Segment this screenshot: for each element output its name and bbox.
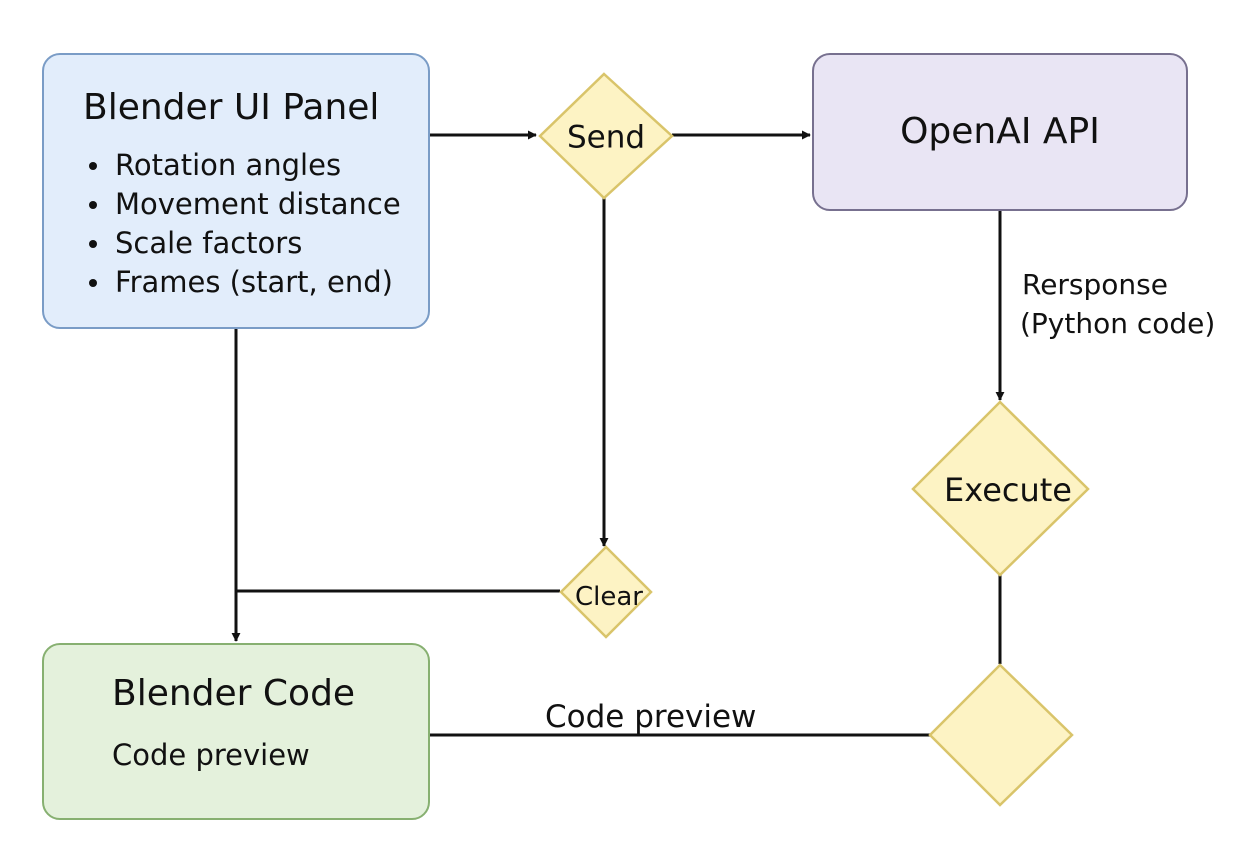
- openai-api-title: OpenAI API: [900, 111, 1100, 152]
- send-diamond: [538, 72, 674, 200]
- blender-code-subtitle: Code preview: [112, 738, 310, 772]
- execute-label: Execute: [944, 471, 1072, 509]
- response-label-line2: (Python code): [1020, 307, 1216, 340]
- list-item: Rotation angles: [85, 146, 401, 185]
- clear-diamond: [559, 545, 653, 639]
- blender-ui-panel-node: [42, 53, 430, 329]
- send-label: Send: [566, 119, 646, 156]
- list-item: Movement distance: [85, 185, 401, 224]
- execute-diamond: [911, 400, 1090, 577]
- blender-ui-panel-parameter-list: Rotation angles Movement distance Scale …: [85, 146, 401, 302]
- blender-code-title: Blender Code: [112, 673, 356, 714]
- list-item: Frames (start, end): [85, 263, 401, 302]
- unlabeled-decision-diamond: [928, 663, 1074, 807]
- openai-api-node: [812, 53, 1188, 211]
- list-item: Scale factors: [85, 224, 401, 263]
- blender-code-node: [42, 643, 430, 820]
- clear-label: Clear: [575, 582, 643, 612]
- blender-ui-panel-title: Blender UI Panel: [83, 87, 380, 128]
- response-label-line1: Rersponse: [1022, 268, 1168, 301]
- code-preview-edge-label: Code preview: [545, 699, 757, 735]
